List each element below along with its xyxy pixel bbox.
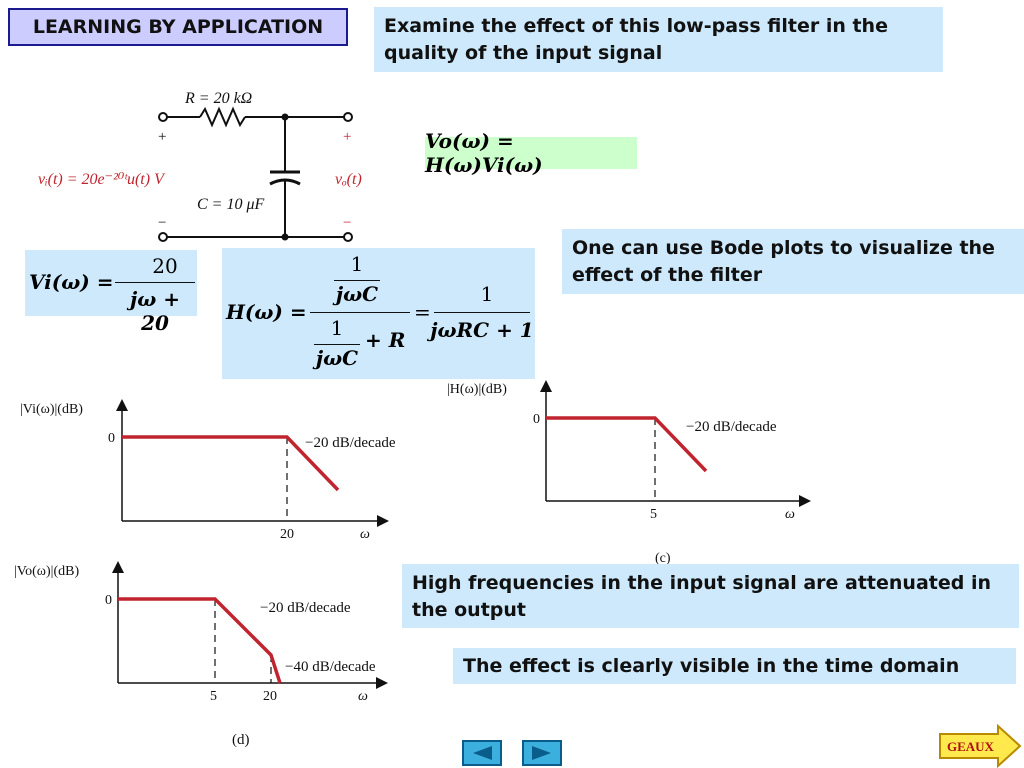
h-main-bar [310,312,410,313]
output-minus: − [343,215,351,231]
previous-slide-button[interactable] [462,740,502,766]
h-denominator-jwc: jωC [315,346,359,370]
vo-plot-ytick: 0 [105,593,112,608]
input-voltage-label: vᵢ(t) = 20e⁻²⁰ᵗu(t) V [38,171,166,188]
h-bode-curve [546,416,708,473]
h-rhs-numerator: 1 [480,282,494,306]
capacitor-label: C = 10 μF [197,196,265,213]
h-numerator-one: 1 [350,252,364,276]
vi-plot-xtick-20: 20 [280,527,294,542]
vo-plot-slope-40-label: −40 dB/decade [285,659,376,675]
output-plus: + [343,129,351,145]
rc-circuit-diagram: R = 20 kΩ + + − − vᵢ(t) = 20e⁻²⁰ᵗu(t) V … [38,90,362,242]
vo-plot-xtick-20: 20 [263,689,277,704]
h-lhs: H(ω) = [226,300,307,324]
h-plot-xtick-5: 5 [650,507,657,522]
h-rhs-bar [434,312,530,313]
geaux-button[interactable]: GEAUX [938,724,1022,768]
vi-plot-xlabel: ω [360,527,370,542]
h-rhs-denominator: jωRC + 1 [430,318,534,342]
h-plot-ylabel: |H(ω)|(dB) [447,382,507,397]
vi-plot-slope-label: −20 dB/decade [305,435,396,451]
vi-bode-plot: |Vi(ω)|(dB) 0 20 ω −20 dB/decade [20,399,396,542]
h-bode-plot: |H(ω)|(dB) 0 5 ω −20 dB/decade (c) [447,380,811,566]
output-terminal-top [343,112,353,122]
vi-bode-curve [122,435,340,492]
input-terminal-top [158,112,168,122]
vo-bode-plot: |Vo(ω)|(dB) 0 5 20 ω −20 dB/decade −40 d… [14,561,388,748]
vi-plot-ylabel: |Vi(ω)|(dB) [20,402,83,417]
triangle-right-icon [532,746,551,760]
bode-note: One can use Bode plots to visualize the … [562,229,1024,294]
vo-plot-caption: (d) [232,732,250,748]
vi-denominator: jω + 20 [130,287,180,335]
vi-lhs: Vi(ω) = [29,270,114,294]
vo-bode-curve [118,597,282,684]
vo-plot-xlabel: ω [358,689,368,704]
output-terminal-bottom [343,232,353,242]
output-voltage-label: vₒ(t) [335,171,362,188]
h-plot-ytick: 0 [533,412,540,427]
h-plot-caption: (c) [655,551,671,566]
vo-plot-xtick-5: 5 [210,689,217,704]
h-plot-xlabel: ω [785,507,795,522]
vo-plot-slope-20-label: −20 dB/decade [260,600,351,616]
output-equation: Vo(ω) = H(ω)Vi(ω) [425,129,637,177]
h-equals: = [414,300,431,324]
transfer-function-equation: H(ω) = 1 jωC 1 jωC + R = 1 jωRC + 1 [222,248,535,379]
next-slide-button[interactable] [522,740,562,766]
h-plus-r: + R [365,328,406,352]
input-terminal-bottom [158,232,168,242]
h-inner-bar-bottom [314,344,360,345]
vi-fraction-bar [115,282,195,283]
triangle-left-icon [473,746,492,760]
resistor [199,106,246,128]
vo-plot-ylabel: |Vo(ω)|(dB) [14,564,79,579]
high-frequency-note: High frequencies in the input signal are… [402,564,1019,628]
vi-numerator: 20 [152,254,178,278]
slide-title: LEARNING BY APPLICATION [8,8,348,46]
intro-note: Examine the effect of this low-pass filt… [374,7,943,72]
resistor-label: R = 20 kΩ [184,90,252,107]
h-denominator-one: 1 [330,316,344,340]
h-inner-bar-top [334,280,380,281]
time-domain-note: The effect is clearly visible in the tim… [453,648,1016,684]
h-plot-slope-label: −20 dB/decade [686,419,777,435]
input-minus: − [158,215,166,231]
input-spectrum-equation: Vi(ω) = 20 jω + 20 [25,250,197,335]
h-numerator-jwc: jωC [335,282,379,306]
input-plus: + [158,129,166,145]
geaux-label: GEAUX [947,739,995,754]
vi-plot-ytick: 0 [108,431,115,446]
